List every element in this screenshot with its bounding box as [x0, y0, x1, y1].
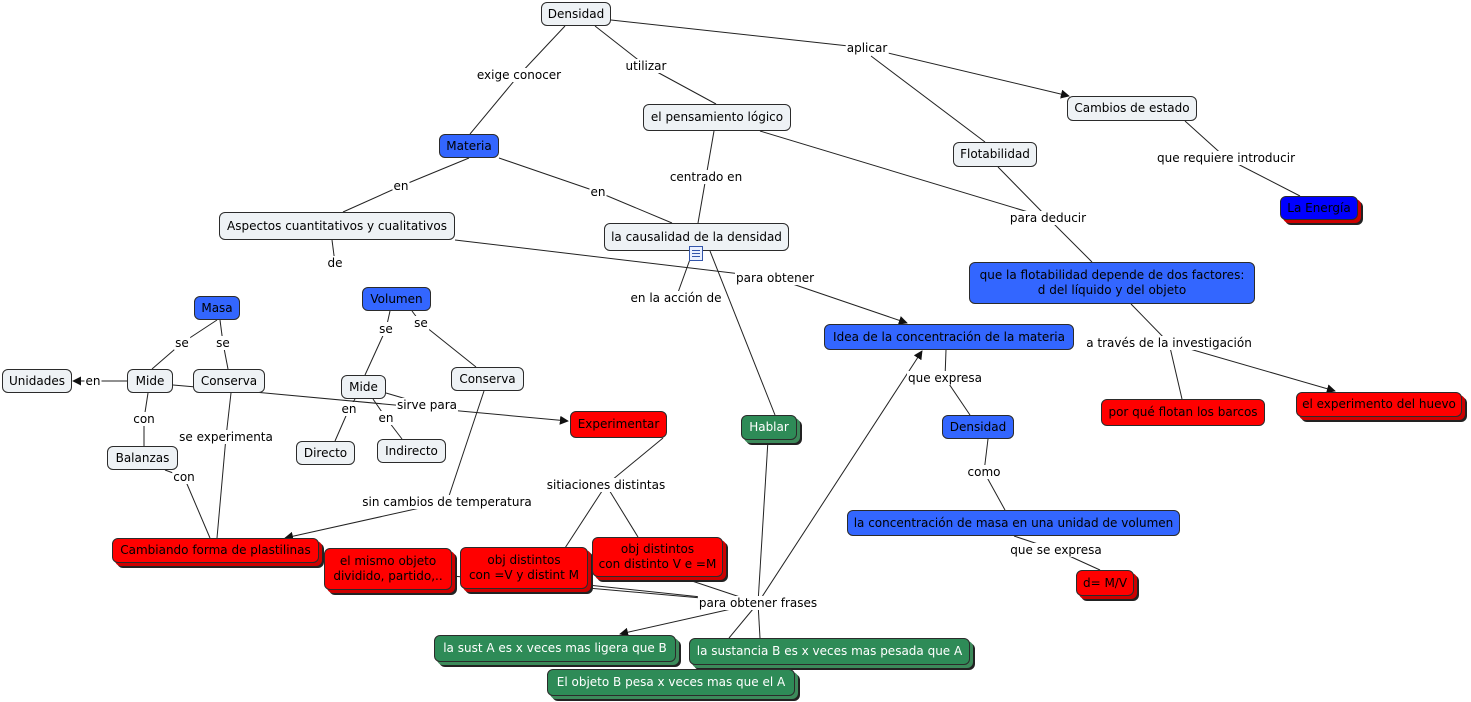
concept-frase-ligera[interactable]: la sust A es x veces mas ligera que B	[434, 635, 676, 662]
connector-line	[518, 25, 566, 76]
concept-aspectos[interactable]: Aspectos cuantitativos y cualitativos	[219, 212, 455, 240]
link-label: como	[966, 465, 1002, 479]
connector-line	[610, 19, 868, 49]
concept-flotabilidad[interactable]: Flotabilidad	[953, 142, 1037, 167]
concept-densidad[interactable]: Densidad	[541, 2, 611, 26]
concept-factores-flotabilidad[interactable]: que la flotabilidad depende de dos facto…	[969, 262, 1255, 304]
connector-line	[400, 157, 470, 187]
connector-line	[225, 392, 232, 438]
connector-line	[564, 484, 607, 549]
link-label: que se expresa	[1009, 543, 1103, 557]
link-label: en	[340, 402, 358, 416]
connector-line	[469, 74, 520, 135]
connector-line	[342, 185, 402, 213]
connector-line	[597, 191, 673, 224]
link-label: con	[172, 470, 196, 484]
connector-line	[759, 130, 1049, 219]
link-label: para obtener	[734, 271, 816, 285]
connector-line	[216, 436, 227, 539]
link-label: utilizar	[624, 59, 668, 73]
connector-line	[709, 250, 776, 416]
connector-line	[1168, 342, 1183, 400]
concept-conserva-volumen[interactable]: Conserva	[451, 367, 524, 391]
concept-por-que-flotan-barcos[interactable]: por qué flotan los barcos	[1101, 399, 1265, 426]
connector-line	[364, 328, 387, 376]
connector-line	[1047, 217, 1093, 263]
concept-mismo-objeto[interactable]: el mismo objeto dividido, partido,..	[324, 548, 452, 590]
link-label: se	[215, 336, 231, 350]
link-label: que expresa	[907, 371, 983, 385]
arrow-connector	[1168, 342, 1336, 394]
concept-masa[interactable]: Masa	[194, 296, 240, 320]
arrow-connector	[774, 277, 908, 325]
connector-line	[498, 157, 599, 193]
link-label: se	[413, 316, 429, 330]
link-label: se	[174, 336, 190, 350]
concept-mide-masa[interactable]: Mide	[127, 369, 173, 393]
concept-experimentar[interactable]: Experimentar	[570, 411, 667, 438]
connector-line	[454, 239, 776, 279]
link-label: en	[84, 374, 102, 388]
link-label: sitiaciones distintas	[545, 478, 667, 492]
concept-obj-igual-volumen[interactable]: obj distintos con =V y distint M	[460, 547, 588, 589]
concept-densidad-2[interactable]: Densidad	[942, 415, 1014, 439]
link-label: en	[589, 185, 607, 199]
link-label: centrado en	[668, 170, 744, 184]
concept-frase-pesa[interactable]: El objeto B pesa x veces mas que el A	[547, 669, 795, 696]
concept-mide-volumen[interactable]: Mide	[341, 375, 386, 399]
connector-line	[870, 55, 986, 143]
connector-line	[446, 390, 485, 503]
connector-line	[605, 437, 664, 486]
concept-frase-pesada[interactable]: la sustancia B es x veces mas pesada que…	[689, 638, 970, 665]
link-label: se experimenta	[178, 430, 274, 444]
link-label: sin cambios de temperatura	[361, 495, 533, 509]
arrow-connector	[757, 350, 923, 604]
concept-concentracion-masa[interactable]: la concentración de masa en una unidad d…	[847, 510, 1180, 536]
connector-line	[705, 130, 715, 178]
concept-conserva-masa[interactable]: Conserva	[193, 369, 265, 393]
concept-la-energia[interactable]: La Energía	[1280, 196, 1358, 220]
connector-line	[757, 439, 769, 604]
arrow-connector	[866, 47, 1070, 99]
link-label: en	[392, 179, 410, 193]
concept-formula[interactable]: d= M/V	[1076, 570, 1134, 596]
concept-indirecto[interactable]: Indirecto	[377, 439, 446, 463]
link-label: con	[132, 412, 156, 426]
document-icon[interactable]	[689, 246, 703, 261]
concept-materia[interactable]: Materia	[439, 134, 499, 158]
link-label: aplicar	[845, 41, 889, 55]
concept-experimento-huevo[interactable]: el experimento del huevo	[1296, 392, 1462, 417]
link-label: sirve para	[395, 398, 459, 412]
link-label: se	[378, 322, 394, 336]
connector-line	[420, 322, 477, 368]
concept-directo[interactable]: Directo	[296, 441, 355, 465]
concept-cambios-de-estado[interactable]: Cambios de estado	[1067, 96, 1197, 121]
link-label: para obtener frases	[697, 596, 819, 610]
link-label: para deducir	[1008, 211, 1088, 225]
link-label: a través de la investigación	[1085, 336, 1253, 350]
connector-line	[183, 476, 211, 539]
link-label: exige conocer	[475, 68, 563, 82]
concept-pensamiento-logico[interactable]: el pensamiento lógico	[643, 104, 791, 131]
link-label: en la acción de	[629, 291, 723, 305]
concept-volumen[interactable]: Volumen	[362, 287, 431, 311]
concept-obj-igual-masa[interactable]: obj distintos con distinto V e =M	[592, 537, 723, 577]
concept-hablar[interactable]: Hablar	[741, 415, 797, 440]
concept-balanzas[interactable]: Balanzas	[107, 446, 178, 470]
link-label: que requiere introducir	[1155, 151, 1297, 165]
connector-line	[697, 176, 707, 224]
connector-line	[605, 484, 639, 538]
link-label: en	[377, 411, 395, 425]
link-label: de	[326, 256, 344, 270]
concept-plastilinas[interactable]: Cambiando forma de plastilinas	[112, 538, 319, 563]
concept-idea-concentracion[interactable]: Idea de la concentración de la materia	[824, 324, 1074, 350]
concept-unidades[interactable]: Unidades	[2, 369, 72, 393]
connector-line	[997, 166, 1049, 219]
